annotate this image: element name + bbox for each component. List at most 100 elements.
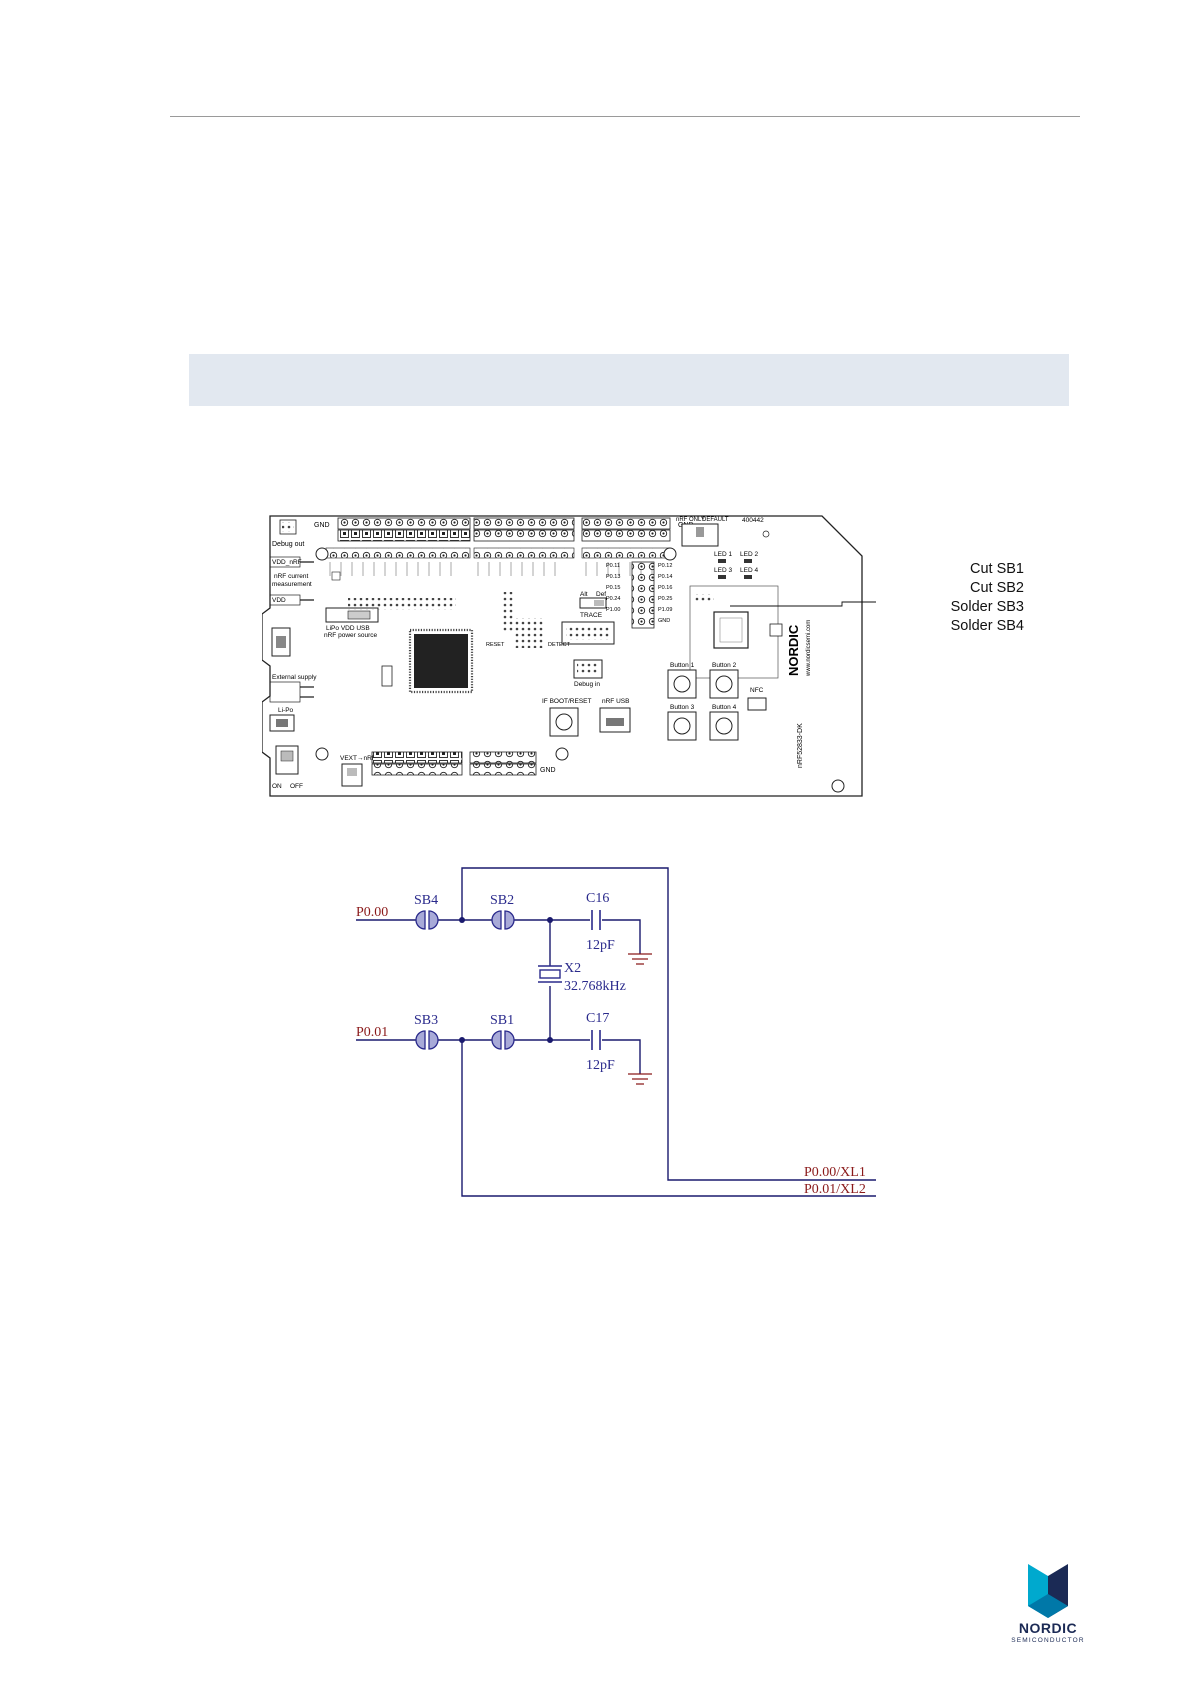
top-header-1 (337, 517, 471, 530)
vext-label: VEXT→nRF (340, 755, 376, 762)
c16-symbol (591, 910, 601, 930)
footer-brand: NORDIC (1018, 1620, 1078, 1636)
junction (459, 1037, 465, 1043)
label-sb1: SB1 (490, 1013, 514, 1028)
small-pad-cluster (348, 592, 514, 632)
top-header-3 (581, 517, 671, 530)
module-chip (713, 611, 749, 649)
bottom-header-1b (371, 763, 463, 776)
net-p001: P0.01 (356, 1025, 388, 1040)
gnd-symbol-c16 (628, 953, 652, 965)
trace-label: TRACE (580, 612, 603, 619)
x2-body (539, 969, 561, 979)
top-header-3b (581, 529, 671, 542)
on-label: ON (272, 783, 282, 790)
wire-xl1 (461, 867, 876, 1181)
header-rule (170, 116, 1080, 117)
mount-hole (555, 747, 569, 761)
callout-cut-sb1: Cut SB1 (970, 561, 1024, 577)
led1-label: LED 1 (714, 551, 732, 558)
mount-hole (315, 547, 329, 561)
board-website: www.nordicsemi.com (806, 620, 812, 677)
top-header-1b (337, 529, 471, 542)
top-header-2b (473, 529, 575, 542)
button4-label: Button 4 (712, 704, 737, 711)
junction (547, 1037, 553, 1043)
reset-label: RESET (486, 642, 505, 648)
bottom-header-1 (371, 751, 463, 764)
wire-c17-gnd (602, 1039, 641, 1074)
led4-label: LED 4 (740, 567, 758, 574)
board-version: 400442 (742, 517, 764, 524)
gnd-top-label: GND (314, 522, 330, 529)
label-sb3: SB3 (414, 1013, 438, 1028)
measurement-label: measurement (272, 581, 312, 588)
detect-label: DETECT (548, 642, 571, 648)
c16-value: 12pF (586, 938, 615, 953)
c17-value: 12pF (586, 1058, 615, 1073)
gnd-bottom-label: GND (540, 767, 556, 774)
lower-row-3 (581, 547, 671, 559)
sb2-pad (491, 910, 502, 930)
junction (459, 917, 465, 923)
default-label: DEFAULT (702, 517, 729, 523)
mount-hole (663, 547, 677, 561)
vdd-nrf-label: VDD_nRF (272, 559, 302, 566)
lower-row-2 (473, 547, 575, 559)
board-brand: NORDIC (786, 624, 801, 676)
p24-pin-label: P1.00 (606, 607, 620, 613)
junction (547, 917, 553, 923)
board-name: nRF52833-DK (797, 723, 804, 768)
wire-c16-gnd (602, 919, 641, 954)
solder-bridge-area (694, 594, 714, 602)
vdd-label: VDD (272, 597, 286, 604)
lipo-vdd-usb-label: LiPo VDD USB (326, 625, 370, 632)
def-label: Def (596, 591, 606, 598)
mount-hole (315, 747, 329, 761)
debug-out-label: Debug out (272, 541, 304, 548)
net-p000: P0.00 (356, 905, 388, 920)
trace-switch (579, 597, 607, 609)
led2 (744, 559, 752, 563)
pin-label-ticks (329, 562, 653, 576)
p24-pin-label: P0.24 (606, 596, 620, 602)
label-c17: C17 (586, 1011, 609, 1026)
debug-in-connector (573, 659, 603, 679)
label-sb2: SB2 (490, 893, 514, 908)
alt-label: Alt (580, 591, 588, 598)
lipo-label: Li-Po (278, 707, 294, 714)
nordic-logo-icon (1028, 1564, 1068, 1618)
c17-symbol (591, 1030, 601, 1050)
callout-labels: Cut SB1 Cut SB2 Solder SB3 Solder SB4 (912, 560, 1024, 636)
mcu-chip (414, 634, 468, 688)
wire-xl2 (461, 1040, 876, 1197)
nrf-power-source-label: nRF power source (324, 632, 377, 639)
mount-hole (831, 779, 845, 793)
nfc-label: NFC (750, 687, 764, 694)
bottom-header-2b (469, 763, 537, 776)
callout-leader (730, 601, 876, 607)
p24-pin-label: P1.09 (658, 607, 672, 613)
label-x2: X2 (564, 961, 581, 976)
p24-header (631, 561, 655, 629)
top-header-2 (473, 517, 575, 530)
button3-label: Button 3 (670, 704, 695, 711)
led2-label: LED 2 (740, 551, 758, 558)
note-box (189, 354, 1069, 406)
external-supply-label: External supply (272, 674, 317, 681)
callout-solder-sb3: Solder SB3 (950, 599, 1024, 615)
p24-pin-label: P0.14 (658, 574, 672, 580)
trace-connector (561, 621, 615, 645)
led3-label: LED 3 (714, 567, 732, 574)
gnd-symbol-c17 (628, 1073, 652, 1085)
nrf-only-label: nRF ONLY (676, 517, 705, 523)
p24-pin-label: P0.11 (606, 563, 620, 569)
crystal-schematic: P0.00 P0.01 P0.00/XL1 P0.01/XL2 SB4 SB2 … (356, 867, 876, 1197)
x2-frequency: 32.768kHz (564, 979, 626, 994)
footer-tagline: SEMICONDUCTOR (1011, 1637, 1085, 1644)
p24-pin-label: P0.16 (658, 585, 672, 591)
led1 (718, 559, 726, 563)
nfc-connector (747, 697, 767, 711)
bottom-header-2 (469, 751, 537, 764)
net-xl1: P0.00/XL1 (804, 1165, 866, 1180)
